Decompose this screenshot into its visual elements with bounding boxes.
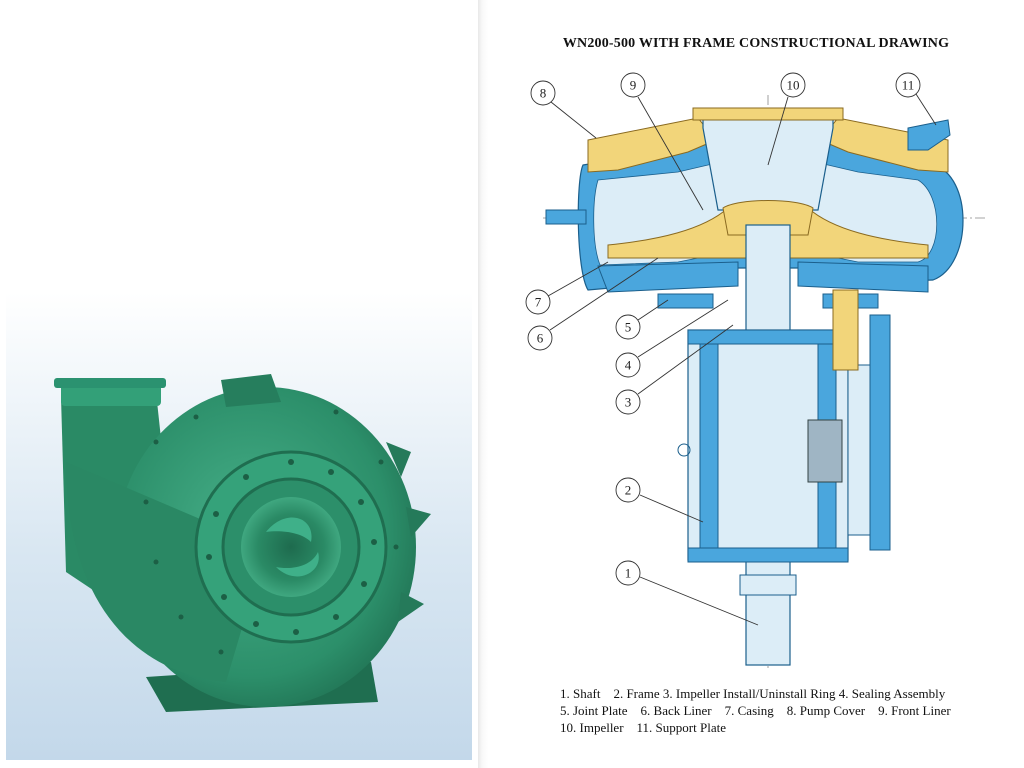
callout-2: 2 [625, 483, 632, 498]
callout-3: 3 [625, 395, 632, 410]
callout-1: 1 [625, 566, 632, 581]
callout-4: 4 [625, 358, 632, 373]
cross-section-diagram: 8 9 10 11 7 6 5 4 3 2 1 [525, 72, 988, 670]
drawing-title: WN200-500 WITH FRAME CONSTRUCTIONAL DRAW… [562, 36, 950, 51]
callout-7: 7 [535, 295, 542, 310]
callout-5: 5 [625, 320, 632, 335]
callout-8: 8 [540, 86, 547, 101]
callout-6: 6 [537, 331, 544, 346]
legend-line-2: 5. Joint Plate 6. Back Liner 7. Casing 8… [560, 703, 951, 718]
constructional-drawing: WN200-500 WITH FRAME CONSTRUCTIONAL DRAW… [488, 0, 1024, 768]
legend-line-3: 10. Impeller 11. Support Plate [560, 720, 726, 735]
legend-line-1: 1. Shaft 2. Frame 3. Impeller Install/Un… [560, 686, 946, 701]
pump-photo-drawing [6, 292, 472, 760]
parts-legend: 1. Shaft 2. Frame 3. Impeller Install/Un… [560, 685, 1020, 736]
callout-10: 10 [787, 78, 800, 93]
front-liner-shape [587, 117, 717, 173]
panel-divider [478, 0, 488, 768]
callout-9: 9 [630, 78, 637, 93]
pump-photo [6, 292, 472, 760]
callout-11: 11 [902, 78, 915, 93]
